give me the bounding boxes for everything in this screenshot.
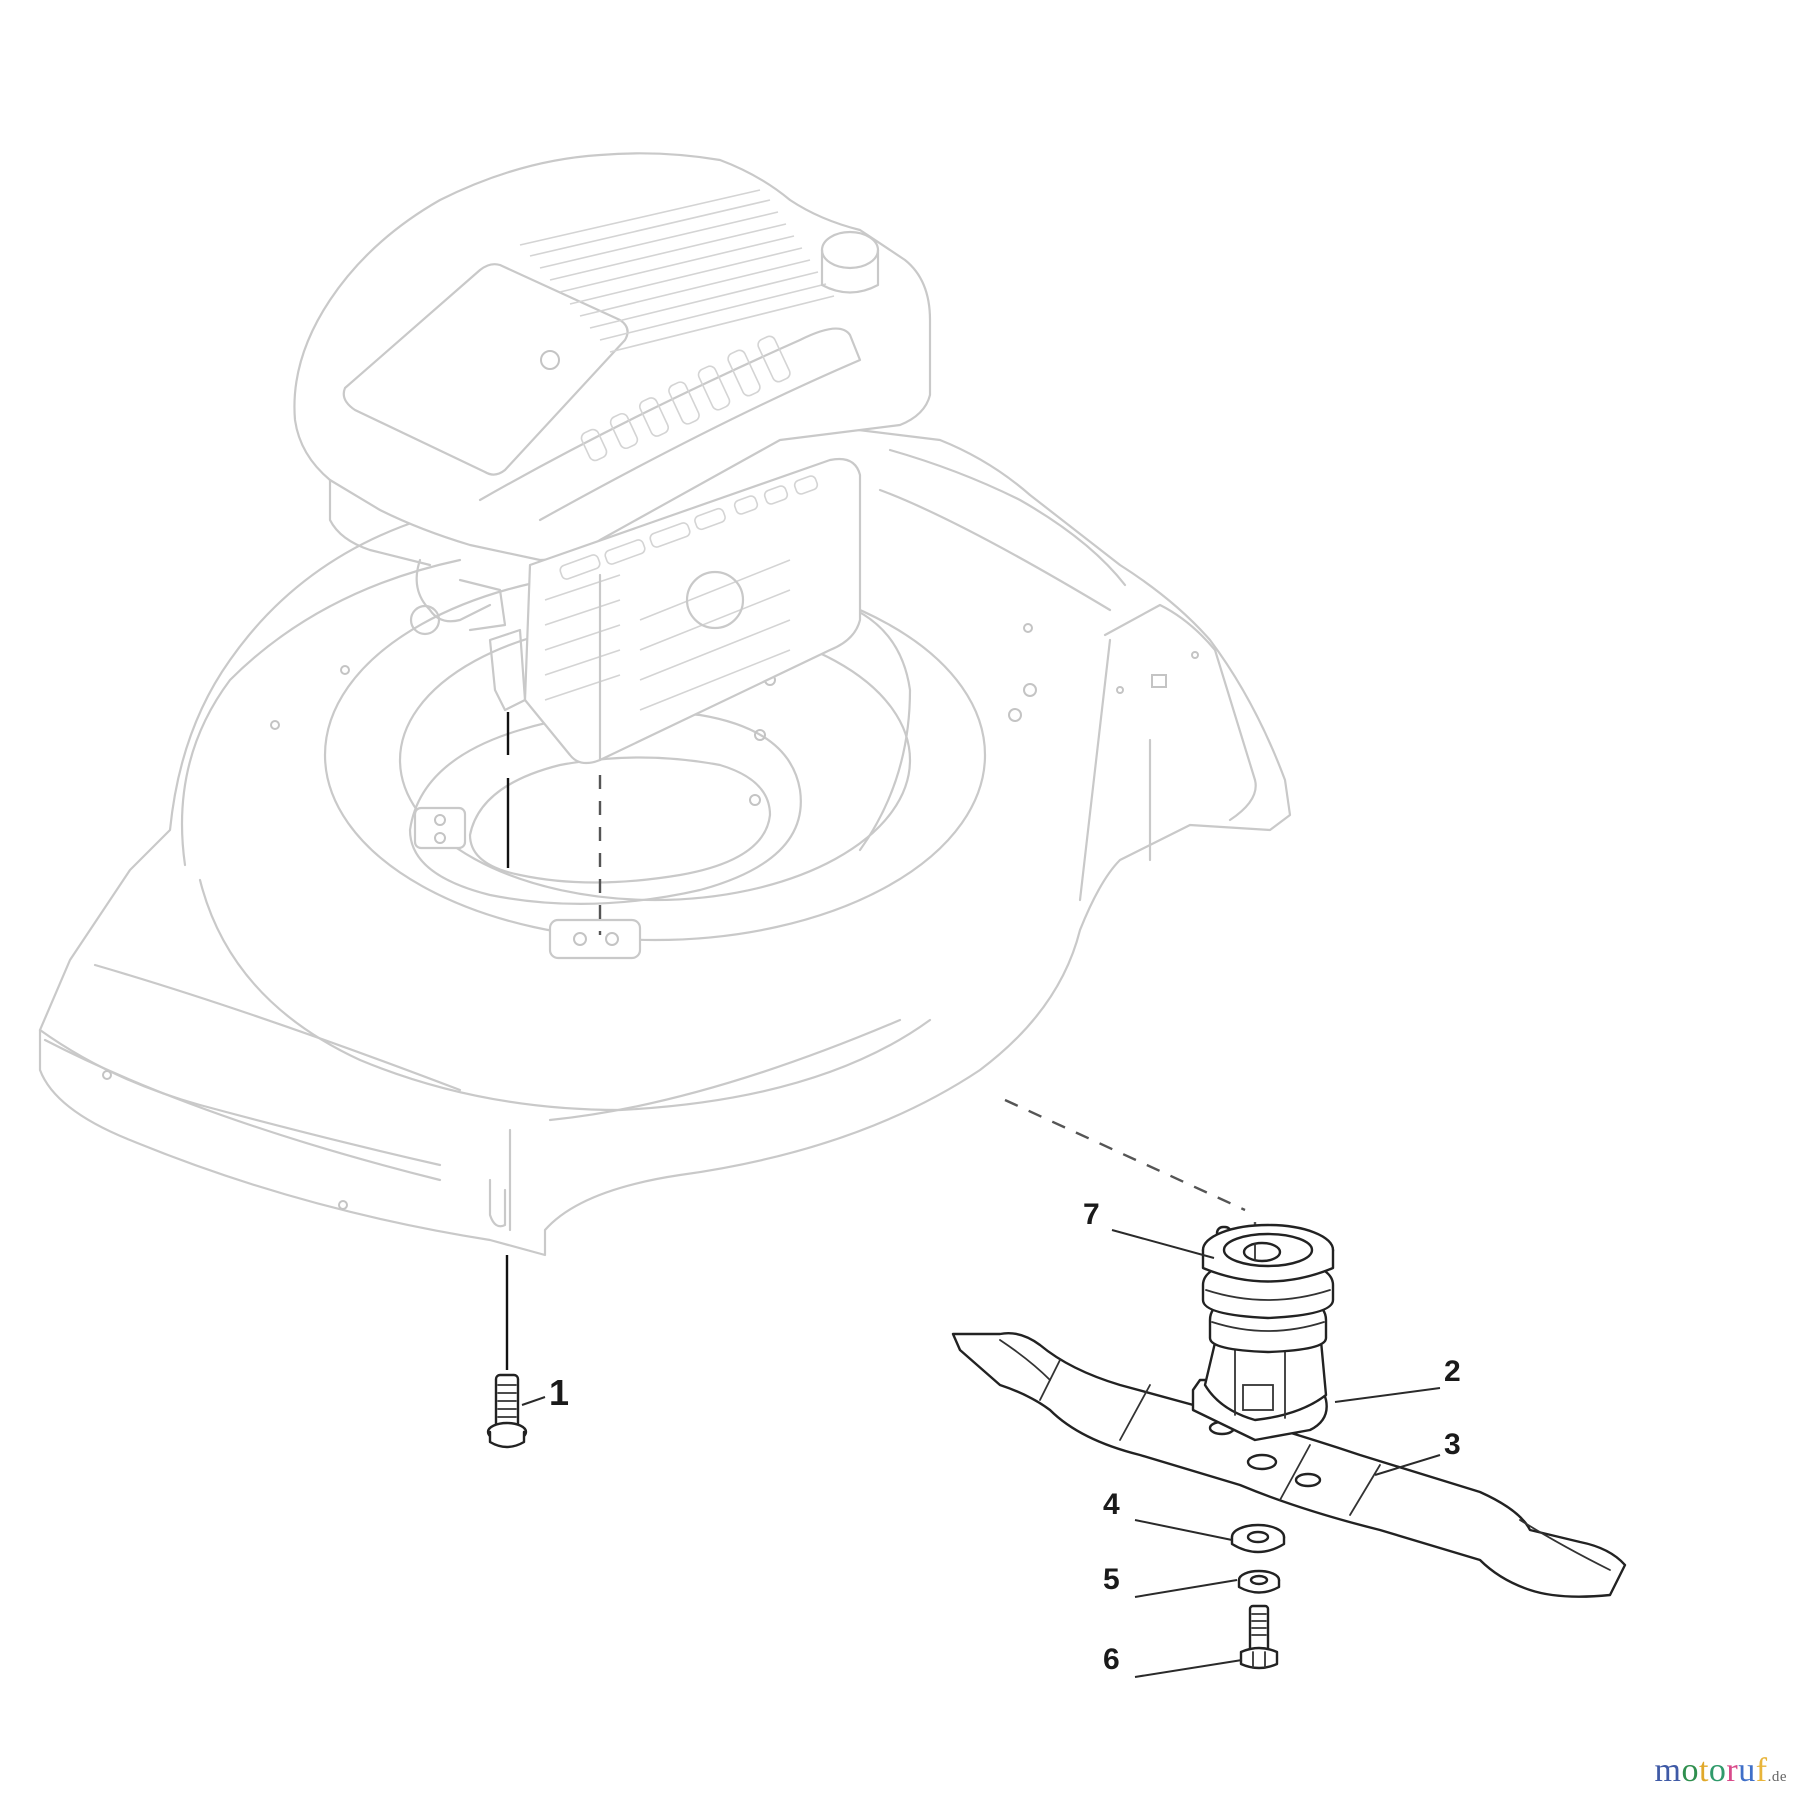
mower-deck-ghost (38, 398, 1292, 1257)
motoruf-watermark-logo: motoruf.de (1655, 1752, 1787, 1790)
watermark-letter: r (1726, 1752, 1739, 1789)
callout-2[interactable]: 2 (1444, 1355, 1461, 1388)
watermark-tld: .de (1767, 1769, 1787, 1785)
watermark-letter: o (1681, 1752, 1699, 1789)
engine-ghost (293, 152, 932, 765)
callout-7[interactable]: 7 (1083, 1198, 1100, 1231)
part-5-spring-washer[interactable] (1237, 1569, 1281, 1594)
callout-6[interactable]: 6 (1103, 1643, 1120, 1676)
callout-1[interactable]: 1 (549, 1372, 570, 1413)
callout-5[interactable]: 5 (1103, 1563, 1120, 1596)
watermark-letter: f (1755, 1752, 1768, 1789)
watermark-letter: o (1708, 1752, 1727, 1789)
part-6-blade-bolt[interactable] (1239, 1604, 1279, 1670)
callout-3[interactable]: 3 (1444, 1428, 1461, 1461)
callout-4[interactable]: 4 (1103, 1488, 1120, 1521)
part-2-blade-hub-adapter[interactable] (1191, 1223, 1335, 1442)
part-4-washer[interactable] (1230, 1523, 1286, 1554)
callout-leaders (521, 1229, 1441, 1678)
part-1-deck-screw[interactable] (486, 1373, 528, 1449)
watermark-letter: t (1698, 1752, 1709, 1789)
watermark-letter: u (1738, 1752, 1756, 1789)
watermark-letter: m (1654, 1752, 1682, 1789)
